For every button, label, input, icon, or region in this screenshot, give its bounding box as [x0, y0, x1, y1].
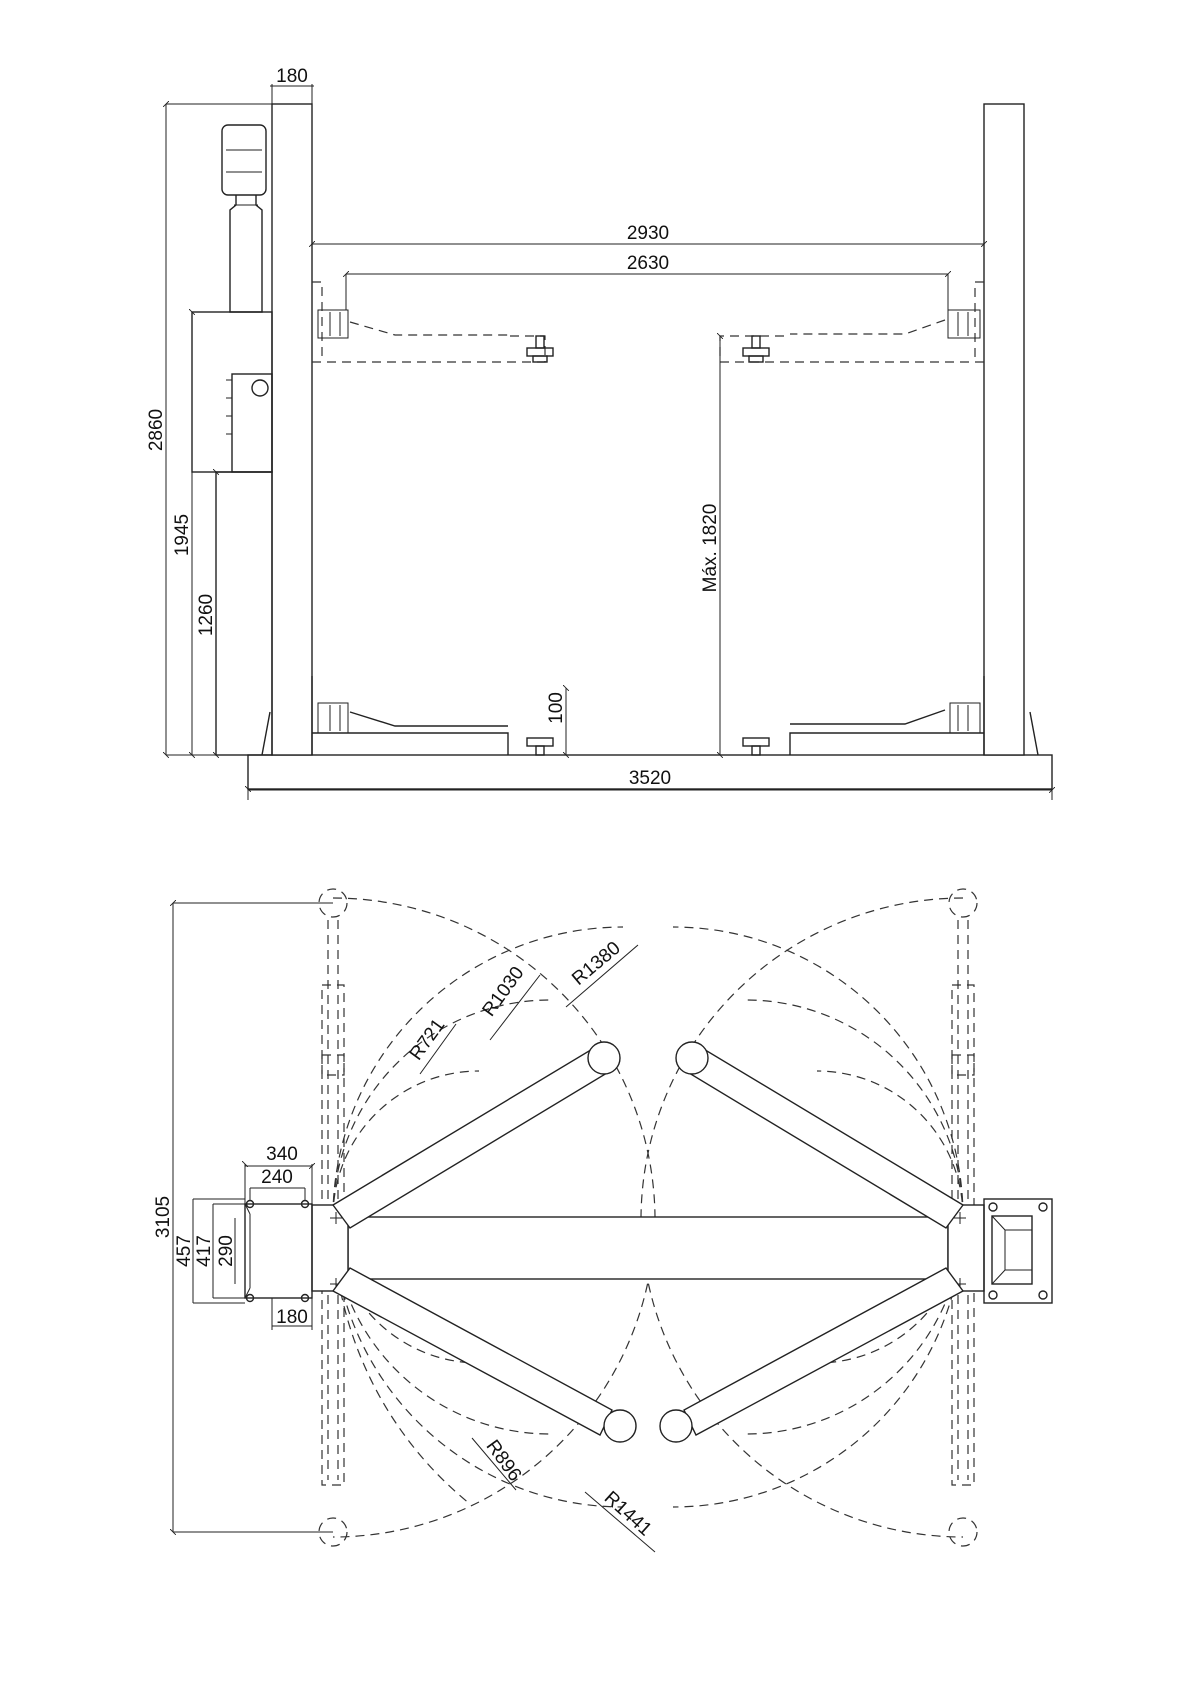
- dim-r721: R721: [406, 1015, 450, 1064]
- left-column: [271, 103, 313, 756]
- left-carriage: [311, 1204, 349, 1292]
- arm-raised-left: [312, 281, 554, 363]
- dim-2930: 2930: [627, 223, 669, 244]
- dim-max-1820: Máx. 1820: [700, 504, 721, 593]
- dim-3105: 3105: [153, 1196, 174, 1238]
- base-ramps: [261, 711, 1039, 756]
- dim-417: 417: [194, 1235, 215, 1267]
- central-beam: [347, 1216, 949, 1280]
- dim-r1441: R1441: [600, 1487, 656, 1540]
- dim-290: 290: [216, 1235, 237, 1267]
- dim-180-top: 180: [276, 66, 308, 87]
- front-dimensions: 180 2860 1945 1260 2930 2630 Máx. 1820 1…: [146, 66, 1052, 800]
- left-base-plate: [244, 1199, 313, 1303]
- dim-3520: 3520: [629, 768, 671, 789]
- front-view: 180 2860 1945 1260 2930 2630 Máx. 1820 1…: [146, 66, 1052, 800]
- dim-r1030: R1030: [479, 963, 529, 1021]
- power-unit: [191, 124, 273, 756]
- dim-340: 340: [266, 1144, 298, 1165]
- top-view: 3105 340 240 457 417 290 180 R721 R1030: [153, 888, 1053, 1553]
- right-base-plate: [983, 1198, 1053, 1304]
- dim-2860: 2860: [146, 409, 167, 451]
- dim-240: 240: [261, 1167, 293, 1188]
- dim-r896: R896: [482, 1436, 526, 1485]
- right-carriage: [947, 1204, 985, 1292]
- dim-2630: 2630: [627, 253, 669, 274]
- right-column: [983, 103, 1025, 756]
- dim-457: 457: [174, 1235, 195, 1267]
- dim-1260: 1260: [196, 594, 217, 636]
- arm-raised-right: [719, 281, 984, 363]
- arm-lowered-right: [742, 676, 985, 756]
- swing-arms: [331, 1041, 965, 1443]
- dim-1945: 1945: [172, 514, 193, 556]
- arm-extensions: [318, 888, 978, 1547]
- dim-180-bottom: 180: [276, 1307, 308, 1328]
- arm-lowered-left: [311, 676, 554, 756]
- dim-100: 100: [546, 692, 567, 724]
